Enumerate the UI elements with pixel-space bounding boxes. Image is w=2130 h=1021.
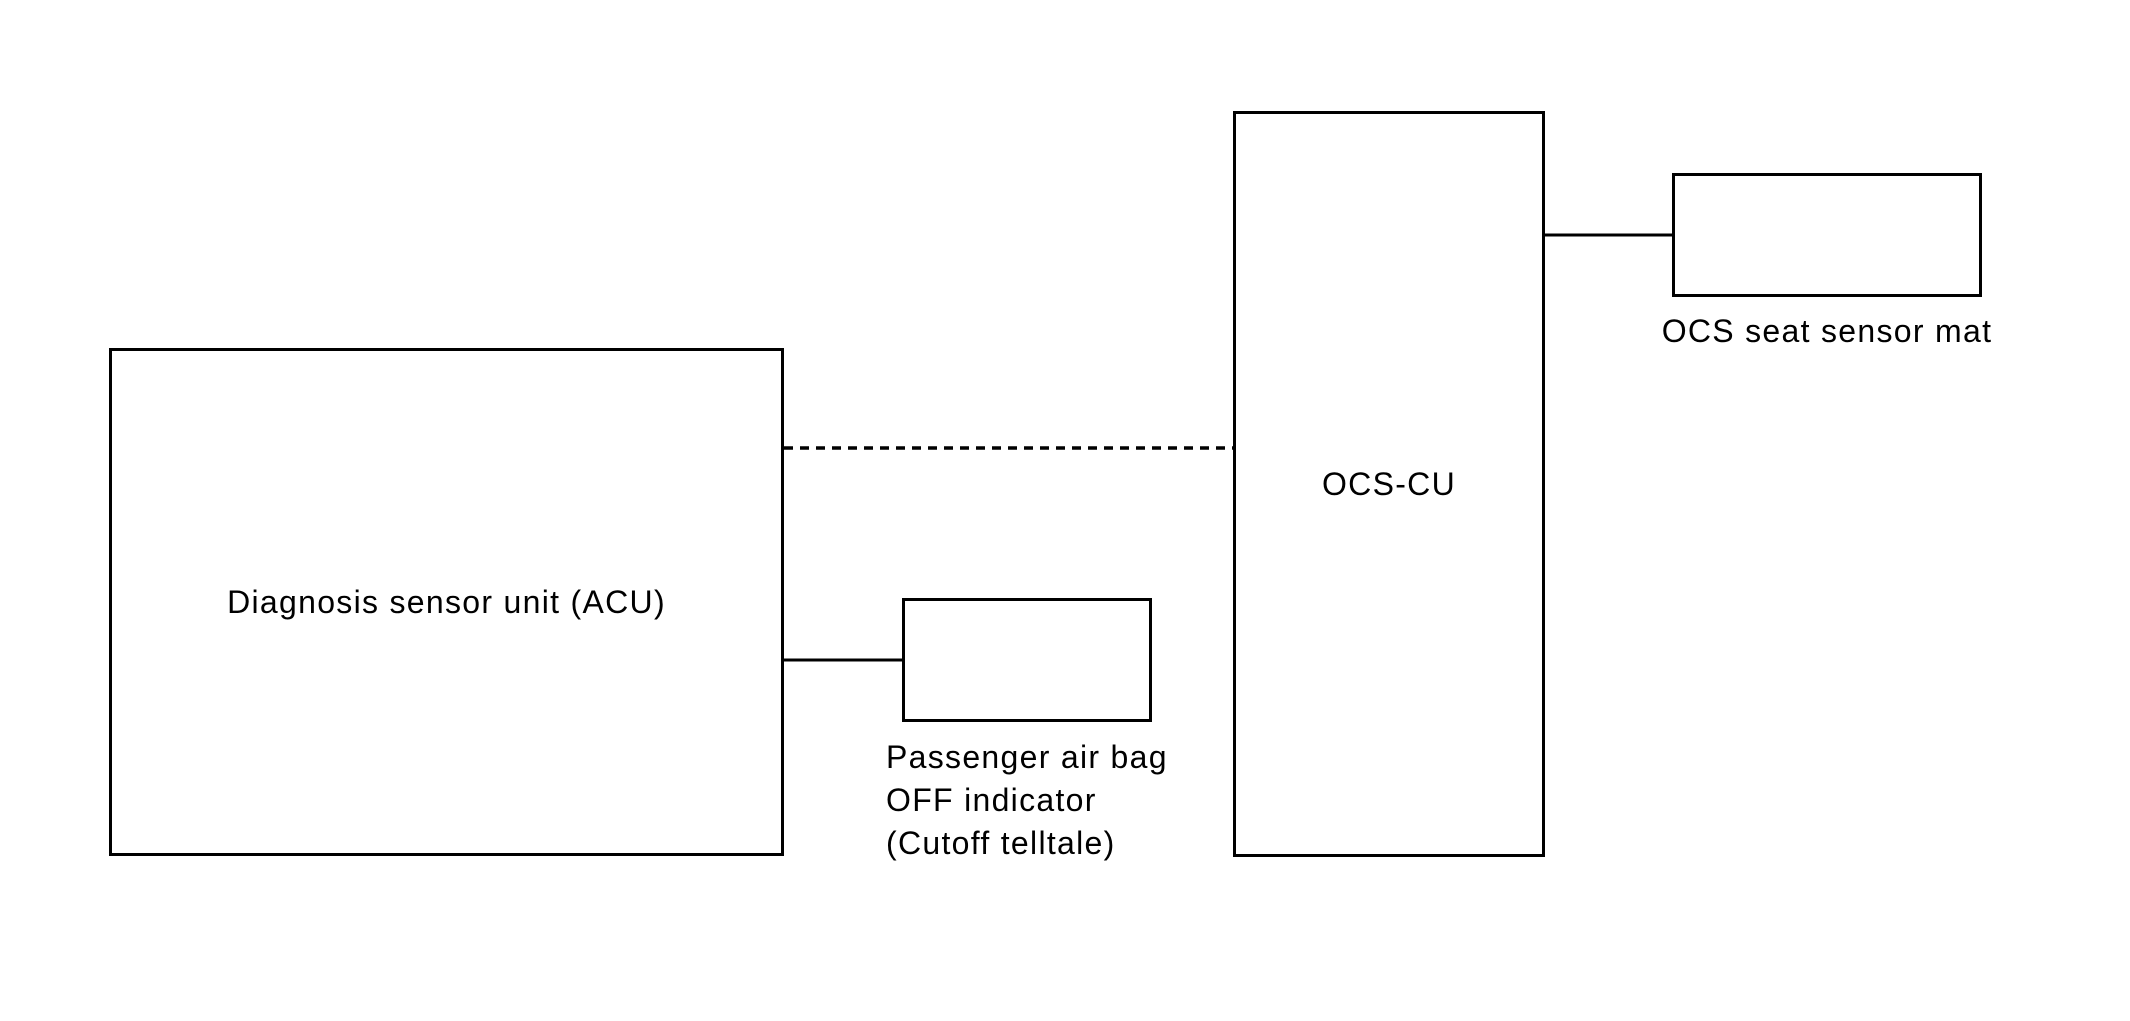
node-ocs-seat-sensor-mat [1672, 173, 1982, 297]
node-passenger-airbag-off-indicator [902, 598, 1152, 722]
node-ocs-cu: OCS-CU [1233, 111, 1545, 857]
label-passenger-airbag-line-2: OFF indicator [886, 782, 1097, 818]
label-ocs-seat-sensor-mat: OCS seat sensor mat [1661, 313, 1993, 349]
label-passenger-airbag-line-1: Passenger air bag [886, 739, 1168, 775]
node-diagnosis-sensor-unit-acu: Diagnosis sensor unit (ACU) [109, 348, 784, 856]
label-passenger-airbag-off-indicator: Passenger air bag OFF indicator (Cutoff … [886, 736, 1306, 865]
label-diagnosis-sensor-unit-acu: Diagnosis sensor unit (ACU) [227, 583, 666, 620]
label-ocs-cu: OCS-CU [1321, 465, 1457, 502]
label-passenger-airbag-line-3: (Cutoff telltale) [886, 825, 1116, 861]
